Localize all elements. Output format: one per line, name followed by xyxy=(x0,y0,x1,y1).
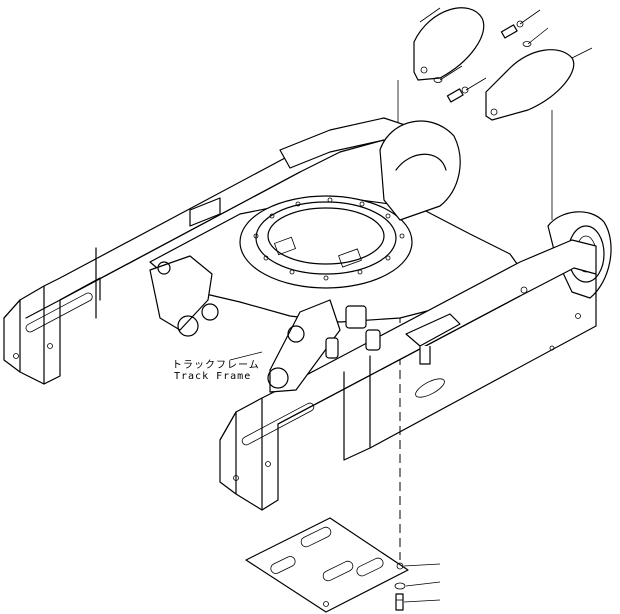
upper-cover-plate-left xyxy=(413,7,485,81)
leader-lines-bottom xyxy=(403,563,441,603)
label-leader xyxy=(229,351,263,361)
link-left xyxy=(149,255,219,337)
label-en: Track Frame xyxy=(174,371,252,382)
label-jp: トラックフレーム xyxy=(172,360,260,371)
swing-circle-bolts xyxy=(253,197,405,281)
under-cover-plate xyxy=(245,517,409,613)
upper-cover-plate-right xyxy=(485,49,575,121)
bottom-bolt xyxy=(395,593,404,611)
leader-lines-top xyxy=(419,7,593,91)
top-bolt-2 xyxy=(446,86,469,103)
link-right xyxy=(267,299,341,393)
track-frame xyxy=(3,117,612,511)
top-washer-2 xyxy=(433,77,443,83)
top-washer-1 xyxy=(522,41,532,47)
bottom-washer xyxy=(394,582,406,590)
pivot-bosses xyxy=(325,305,381,359)
top-bolt-1 xyxy=(500,20,524,39)
